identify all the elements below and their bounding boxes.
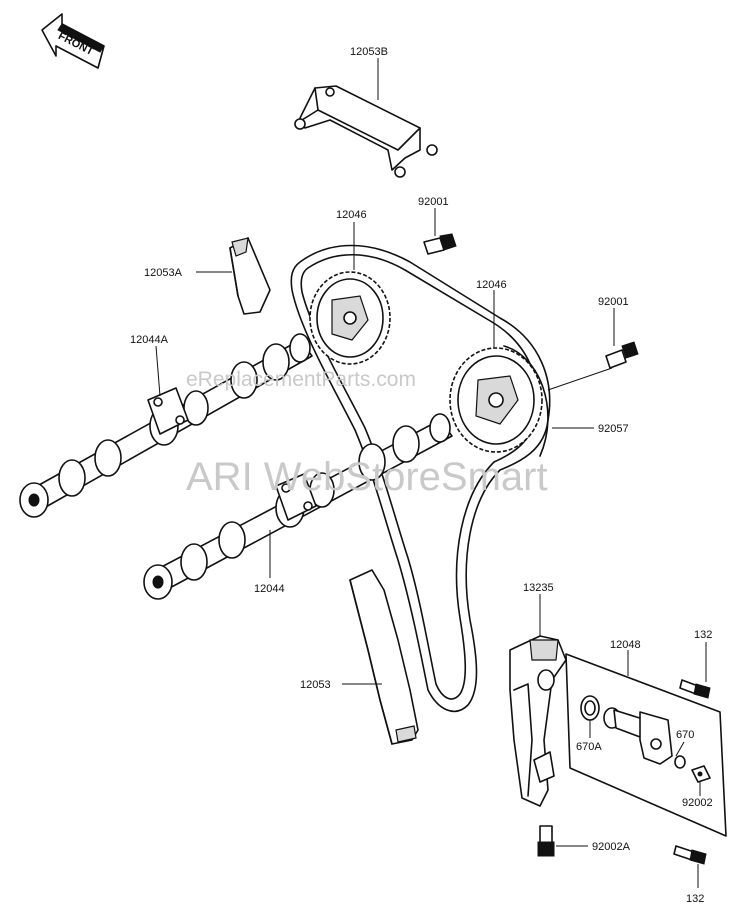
label-92001-top: 92001 xyxy=(418,196,449,208)
label-12046-right: 12046 xyxy=(476,279,507,291)
label-132-bottom: 132 xyxy=(686,893,704,905)
bolt-132-bottom xyxy=(673,845,707,888)
nut-92002 xyxy=(691,765,711,796)
label-92057: 92057 xyxy=(598,423,629,435)
tensioner-body xyxy=(603,707,686,769)
upper-chain-guide xyxy=(294,58,438,178)
watermark-small: eReplacementParts.com xyxy=(186,368,416,391)
front-arrow-icon: FRONT xyxy=(41,13,105,69)
bolt-92001-right xyxy=(605,308,639,369)
label-12053B: 12053B xyxy=(350,46,388,58)
label-670A: 670A xyxy=(576,741,602,753)
bolt-92001-top xyxy=(423,208,457,255)
label-132-top: 132 xyxy=(694,629,712,641)
label-12053A: 12053A xyxy=(144,267,183,279)
bolt-132-top xyxy=(679,642,711,699)
label-670: 670 xyxy=(676,729,694,741)
small-chain-guide xyxy=(229,237,271,315)
camshaft-12044A xyxy=(19,333,313,518)
long-chain-guide xyxy=(342,569,419,745)
tensioner-guide xyxy=(509,594,567,807)
label-12044A: 12044A xyxy=(130,334,169,346)
right-cam-sprocket xyxy=(449,345,549,457)
label-92001-right: 92001 xyxy=(598,296,629,308)
label-12048: 12048 xyxy=(610,639,641,651)
label-13235: 13235 xyxy=(523,582,554,594)
label-12044: 12044 xyxy=(254,583,285,595)
label-12053: 12053 xyxy=(300,679,331,691)
oring-670A xyxy=(580,695,600,738)
leader-92057-a xyxy=(547,367,613,391)
left-cam-sprocket xyxy=(309,271,391,365)
label-12046-left: 12046 xyxy=(336,209,367,221)
tensioner-assembly-box xyxy=(565,650,727,837)
bolt-92002A xyxy=(537,825,588,857)
label-92002: 92002 xyxy=(682,797,713,809)
watermark-large: ARI WebStoreSmart xyxy=(186,455,548,499)
camshaft-12044 xyxy=(143,413,453,600)
label-92002A: 92002A xyxy=(592,841,631,853)
